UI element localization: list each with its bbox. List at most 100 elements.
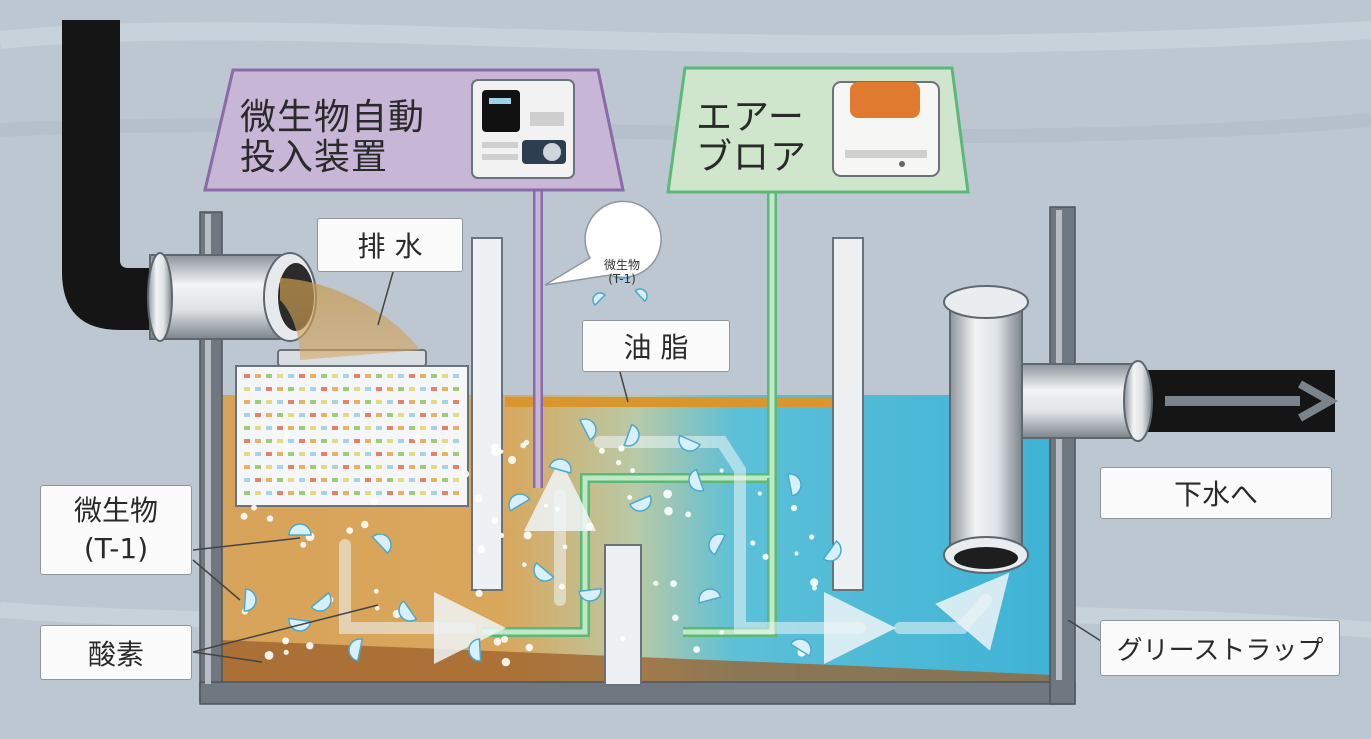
microbe-icon: [787, 473, 802, 497]
strainer-hole: [420, 491, 426, 495]
strainer-hole: [398, 478, 404, 482]
blower-title-line2: ブロア: [696, 137, 808, 178]
strainer-hole: [343, 413, 349, 417]
strainer-hole: [255, 452, 261, 456]
strainer-hole: [288, 413, 294, 417]
strainer-hole: [310, 413, 316, 417]
strainer-hole: [431, 413, 437, 417]
strainer-hole: [343, 374, 349, 378]
strainer-hole: [398, 374, 404, 378]
oxygen-bubble: [812, 585, 817, 591]
strainer-hole: [365, 400, 371, 404]
strainer-hole: [420, 413, 426, 417]
strainer-hole: [453, 452, 459, 456]
microbe-icon: [243, 588, 257, 612]
strainer-hole: [266, 465, 272, 469]
microbe-icon: [548, 458, 572, 474]
microbe-icon: [468, 638, 482, 662]
dispenser-title-line1: 微生物自動: [240, 97, 426, 138]
strainer-hole: [343, 387, 349, 391]
strainer-hole: [255, 439, 261, 443]
microbe-callout-text: 微生物 (T-1): [582, 258, 662, 286]
strainer-hole: [365, 491, 371, 495]
microbe-particles: [243, 270, 842, 662]
strainer-hole: [310, 439, 316, 443]
inlet-pipe: [62, 20, 420, 360]
strainer-hole: [321, 374, 327, 378]
oxygen-bubble: [616, 460, 622, 466]
strainer-hole: [266, 400, 272, 404]
strainer-hole: [365, 374, 371, 378]
strainer-hole: [376, 452, 382, 456]
oxygen-bubble: [790, 504, 798, 512]
oxygen-bubble: [757, 491, 762, 496]
strainer-hole: [398, 452, 404, 456]
strainer-hole: [321, 387, 327, 391]
strainer-hole: [409, 387, 415, 391]
oxygen-bubble: [501, 657, 511, 667]
strainer-hole: [442, 439, 448, 443]
strainer-hole: [277, 465, 283, 469]
strainer-hole: [420, 400, 426, 404]
oxygen-bubble: [598, 447, 605, 454]
strainer-hole: [299, 387, 305, 391]
strainer-hole: [354, 400, 360, 404]
strainer-hole: [420, 439, 426, 443]
strainer-hole: [354, 374, 360, 378]
oxygen-bubble: [498, 532, 505, 539]
microbe-icon: [789, 638, 812, 657]
oxygen-bubble: [240, 512, 248, 520]
strainer-hole: [310, 374, 316, 378]
microbe-icon: [533, 561, 555, 582]
strainer-hole: [387, 491, 393, 495]
strainer-hole: [431, 387, 437, 391]
strainer-hole: [310, 491, 316, 495]
strainer-hole: [453, 439, 459, 443]
strainer-hole: [431, 491, 437, 495]
microbe-icon: [708, 533, 727, 556]
strainer-hole: [365, 452, 371, 456]
oxygen-bubble: [685, 511, 692, 518]
strainer-hole: [409, 478, 415, 482]
microbe-icon: [371, 533, 392, 555]
strainer-hole: [255, 413, 261, 417]
flow-arrows: [339, 436, 1010, 664]
strainer-hole: [387, 439, 393, 443]
strainer-hole: [244, 491, 250, 495]
strainer-hole: [310, 387, 316, 391]
oxygen-bubbles: [240, 431, 819, 667]
strainer-hole: [409, 452, 415, 456]
microbe-dispenser-panel: [203, 68, 625, 192]
strainer-hole: [376, 413, 382, 417]
strainer-hole: [442, 426, 448, 430]
oxygen-bubble: [444, 444, 453, 453]
strainer-hole: [244, 452, 250, 456]
strainer-hole: [310, 400, 316, 404]
oxygen-bubble: [693, 646, 700, 653]
strainer-hole: [442, 452, 448, 456]
strainer-hole: [255, 387, 261, 391]
strainer-hole: [398, 426, 404, 430]
strainer-hole: [310, 465, 316, 469]
oxygen-bubble: [670, 580, 677, 588]
strainer-hole: [376, 400, 382, 404]
strainer-hole: [266, 413, 272, 417]
baffle-plates: [471, 237, 864, 686]
air-blower-panel: [666, 66, 970, 194]
strainer-hole: [332, 491, 338, 495]
strainer-hole: [398, 400, 404, 404]
microbe-icon: [578, 418, 597, 441]
oxygen-bubble: [653, 580, 659, 587]
strainer-hole: [244, 478, 250, 482]
oxygen-bubble: [544, 503, 549, 508]
microbe-icon: [623, 423, 640, 447]
strainer-hole: [387, 387, 393, 391]
strainer-hole: [332, 387, 338, 391]
oxygen-bubble: [251, 504, 257, 511]
sewer-label: 下水へ: [1100, 467, 1332, 519]
strainer-hole: [255, 374, 261, 378]
microbe-label-line2: (T-1): [83, 532, 149, 565]
strainer-hole: [420, 465, 426, 469]
oxygen-bubble: [477, 545, 485, 554]
